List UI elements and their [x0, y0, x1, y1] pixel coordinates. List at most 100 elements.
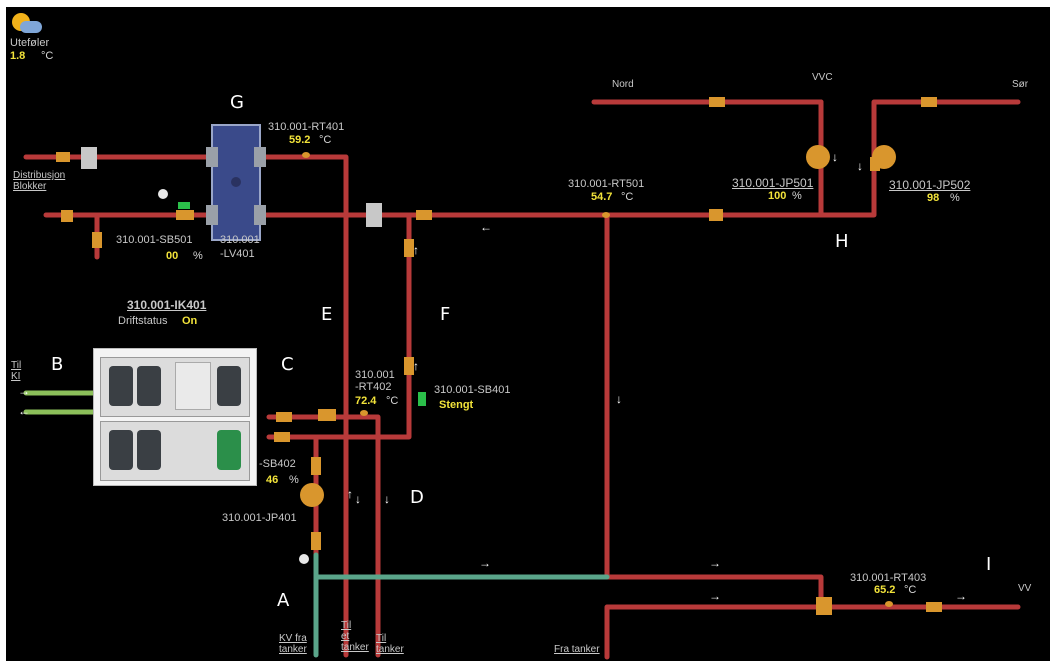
kv-fra-tanker-line1: KV fra: [279, 633, 307, 644]
distribution-link[interactable]: Distribusjon Blokker: [13, 170, 65, 192]
flow-arrow-up-icon: ↑: [413, 359, 419, 373]
rt403-tag[interactable]: 310.001-RT403: [850, 572, 926, 584]
flow-arrow-right-icon: →: [479, 556, 491, 570]
sb401-status: Stengt: [439, 399, 473, 411]
outlet-nord: Nord: [612, 78, 634, 91]
pipe-diagram: [6, 7, 1050, 661]
heat-pump-module-upper: [100, 357, 250, 417]
fra-tanker-link[interactable]: Fra tanker: [554, 644, 600, 655]
flow-arrow-right-icon: →: [955, 589, 967, 603]
distribution-link-line2: Blokker: [13, 181, 65, 192]
section-letter-i: I: [986, 554, 991, 575]
section-letter-d: D: [410, 487, 424, 508]
rt403-value: 65.2: [874, 584, 895, 596]
til-ki-line2: KI: [11, 371, 21, 382]
til-ki-line1: Til: [11, 360, 21, 371]
rt401-value: 59.2: [289, 134, 310, 146]
pipe-kv: [316, 555, 607, 577]
control-panel-icon: [175, 362, 211, 410]
rt402-tag-line2[interactable]: -RT402: [355, 381, 391, 393]
outlet-vv: VV: [1018, 582, 1031, 595]
heat-pump-module-lower: [100, 421, 250, 481]
compressor-icon: [109, 366, 133, 406]
outdoor-unit: °C: [41, 50, 53, 62]
til-ki-link[interactable]: Til KI: [11, 360, 21, 382]
til-et-tanker-line1: Til: [341, 620, 369, 631]
ik401-tag[interactable]: 310.001-IK401: [127, 298, 206, 312]
lv401-tag-line1[interactable]: 310.001: [220, 234, 260, 246]
rt501-unit: °C: [621, 191, 633, 203]
lv401-tag-line2[interactable]: -LV401: [220, 248, 255, 260]
jp401-tag[interactable]: 310.001-JP401: [222, 512, 297, 524]
jp502-value: 98: [927, 192, 939, 204]
flow-arrow-left-icon: ←: [18, 404, 30, 418]
rt402-tag-line1[interactable]: 310.001: [355, 369, 395, 381]
pipe-sor: [821, 102, 1018, 215]
section-letter-f: F: [440, 304, 450, 325]
jp502-unit: %: [950, 192, 960, 204]
outdoor-temperature: 1.8: [10, 50, 25, 62]
outlet-vvc: VVC: [812, 71, 833, 84]
flow-arrow-down-icon: ↓: [616, 392, 622, 406]
flow-arrow-down-icon: ↓: [832, 150, 838, 164]
jp501-value: 100: [768, 190, 786, 202]
sb402-value: 46: [266, 474, 278, 486]
til-tanker-line2: tanker: [376, 644, 404, 655]
flow-arrow-up-icon: ↑: [347, 487, 353, 501]
flow-arrow-down-icon: ↓: [384, 492, 390, 506]
jp502-tag[interactable]: 310.001-JP502: [889, 178, 970, 192]
sb501-unit: %: [193, 250, 203, 262]
compressor-icon: [217, 366, 241, 406]
rt401-unit: °C: [319, 134, 331, 146]
section-letter-b: B: [51, 354, 63, 375]
outdoor-label: Uteføler: [10, 37, 49, 50]
rt402-value: 72.4: [355, 395, 376, 407]
flow-arrow-down-icon: ↓: [355, 492, 361, 506]
chiller-pipes: [26, 393, 96, 412]
kv-fra-tanker-link[interactable]: KV fra tanker: [279, 633, 307, 655]
pump-motor-icon: [217, 430, 241, 470]
section-letter-g: G: [230, 92, 244, 113]
heat-pump-unit[interactable]: [93, 348, 257, 486]
til-et-tanker-line3: tanker: [341, 642, 369, 653]
rt401-tag[interactable]: 310.001-RT401: [268, 121, 344, 133]
ik401-status-value: On: [182, 315, 197, 327]
section-letter-c: C: [281, 354, 294, 375]
flow-arrow-right-icon: →: [18, 384, 30, 398]
sb402-tag[interactable]: -SB402: [259, 458, 296, 470]
section-letter-a: A: [277, 590, 289, 611]
compressor-icon: [137, 366, 161, 406]
til-et-tanker-link[interactable]: Til et tanker: [341, 620, 369, 653]
flow-arrow-right-icon: →: [709, 589, 721, 603]
jp501-unit: %: [792, 190, 802, 202]
sb401-tag[interactable]: 310.001-SB401: [434, 384, 510, 396]
section-letter-h: H: [835, 231, 849, 252]
flow-arrow-up-icon: ↑: [413, 243, 419, 257]
section-letter-e: E: [321, 304, 332, 325]
ik401-status-label: Driftstatus: [118, 315, 168, 327]
til-et-tanker-line2: et: [341, 631, 369, 642]
pipe-fra-tanker: [607, 607, 821, 657]
distribution-link-line1: Distribusjon: [13, 170, 65, 181]
kv-fra-tanker-line2: tanker: [279, 644, 307, 655]
sb501-value: 00: [166, 250, 178, 262]
sb501-tag[interactable]: 310.001-SB501: [116, 234, 192, 246]
til-tanker-link[interactable]: Til tanker: [376, 633, 404, 655]
pipe-vv-supply: [607, 215, 1018, 607]
til-tanker-line1: Til: [376, 633, 404, 644]
hmi-screen: Uteføler 1.8 °C G B C E F D A H I Distri…: [6, 7, 1050, 661]
flow-arrow-down-icon: ↓: [857, 159, 863, 173]
rt402-unit: °C: [386, 395, 398, 407]
sb402-unit: %: [289, 474, 299, 486]
compressor-icon: [137, 430, 161, 470]
rt501-value: 54.7: [591, 191, 612, 203]
compressor-icon: [109, 430, 133, 470]
flow-arrow-left-icon: ←: [480, 220, 492, 234]
outlet-sor: Sør: [1012, 78, 1028, 91]
rt403-unit: °C: [904, 584, 916, 596]
pipe-e: [261, 157, 346, 655]
weather-icon: [10, 9, 42, 37]
rt501-tag[interactable]: 310.001-RT501: [568, 178, 644, 190]
jp501-tag[interactable]: 310.001-JP501: [732, 176, 813, 190]
flow-arrow-right-icon: →: [709, 556, 721, 570]
